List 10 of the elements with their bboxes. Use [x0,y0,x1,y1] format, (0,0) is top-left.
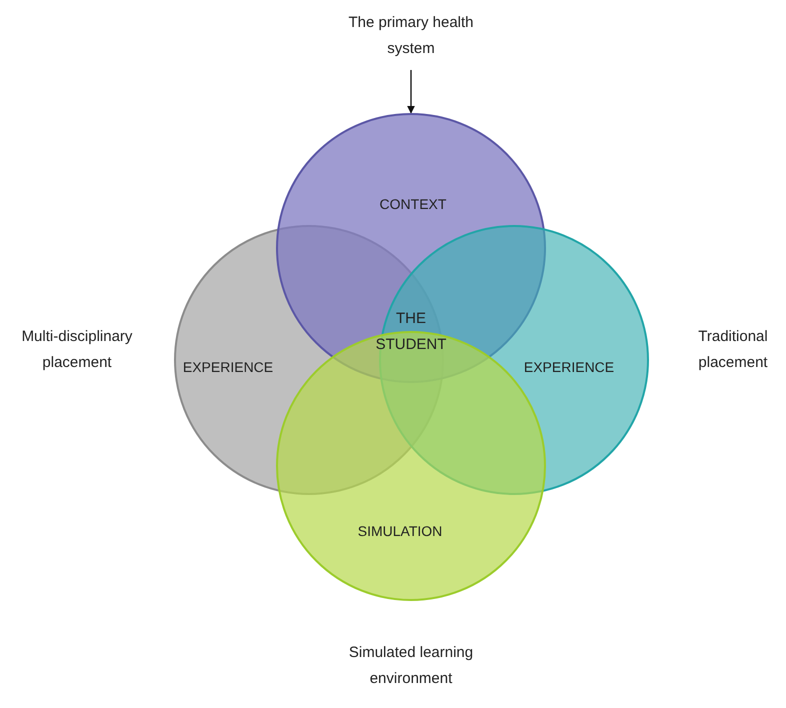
circle-label: CONTEXT [380,195,446,214]
arrow [407,70,415,114]
text-label: THE STUDENT [374,309,448,355]
text-label: Multi-disciplinary placement [20,327,134,373]
circle-label: EXPERIENCE [524,358,614,377]
text-label: Traditional placement [697,327,769,373]
circle-label: SIMULATION [358,522,442,541]
context-label: The primary health system [347,13,475,59]
circle-label: EXPERIENCE [182,358,274,377]
text-label: Simulated learning environment [348,643,474,689]
